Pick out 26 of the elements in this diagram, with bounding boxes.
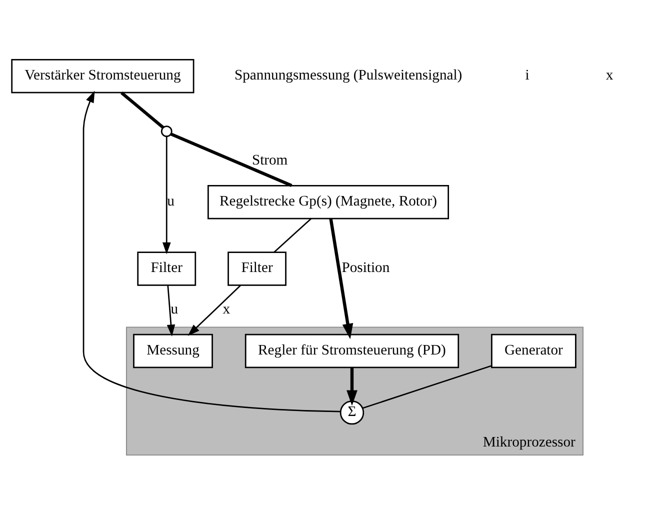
node-box: Regelstrecke Gp(s) (Magnete, Rotor) — [208, 184, 450, 220]
edge-label: Strom — [252, 152, 288, 168]
arrow — [162, 136, 171, 254]
label: Spannungsmessung (Pulsweitensignal) — [234, 68, 462, 84]
node-box: Filter — [228, 252, 286, 286]
edge-label: x — [222, 301, 230, 318]
connector — [274, 218, 312, 253]
arrow — [346, 368, 358, 406]
edge-label: u — [170, 301, 178, 318]
edge-label: Position — [342, 260, 390, 276]
connector — [362, 365, 492, 409]
arrow — [166, 286, 176, 337]
connector — [120, 92, 164, 129]
node-box: Verstärker Stromsteuerung — [11, 58, 194, 94]
arrow — [329, 218, 354, 340]
arrow — [188, 285, 241, 336]
node-circle: Σ — [340, 400, 364, 425]
label: i — [525, 68, 530, 84]
node-box: Generator — [491, 334, 576, 368]
node-box: Messung — [133, 334, 213, 368]
node-circle — [160, 126, 172, 138]
arrow — [82, 90, 340, 412]
node-box: Regler für Stromsteuerung (PD) — [244, 334, 460, 368]
label: x — [606, 68, 614, 84]
node-box: Filter — [137, 252, 196, 286]
connector — [170, 132, 292, 188]
